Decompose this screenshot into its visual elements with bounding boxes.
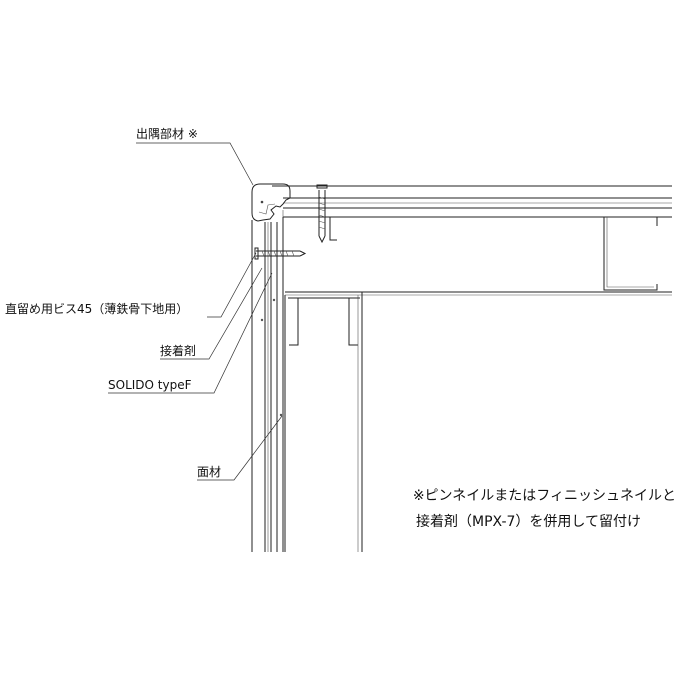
screw-horizontal [254, 247, 307, 260]
top-panel [272, 185, 672, 218]
label-product: SOLIDO typeF [108, 378, 192, 392]
label-adhesive: 接着剤 [160, 343, 196, 358]
leader-lines [108, 142, 283, 481]
note-line-1: ※ピンネイルまたはフィニッシュネイルと [413, 488, 676, 504]
label-screw: 直留め用ビス45（薄鉄骨下地用） [5, 301, 188, 316]
corner-member-profile [251, 183, 291, 222]
steel-frame-corner [284, 292, 363, 552]
label-surface-material: 面材 [197, 465, 221, 479]
note-line-2: 接着剤（MPX-7）を併用して留付け [416, 513, 641, 530]
steel-frame-top [285, 217, 672, 296]
screw-vertical [316, 184, 328, 244]
side-panel [251, 217, 284, 552]
label-corner-member: 出隅部材 ※ [136, 126, 198, 141]
